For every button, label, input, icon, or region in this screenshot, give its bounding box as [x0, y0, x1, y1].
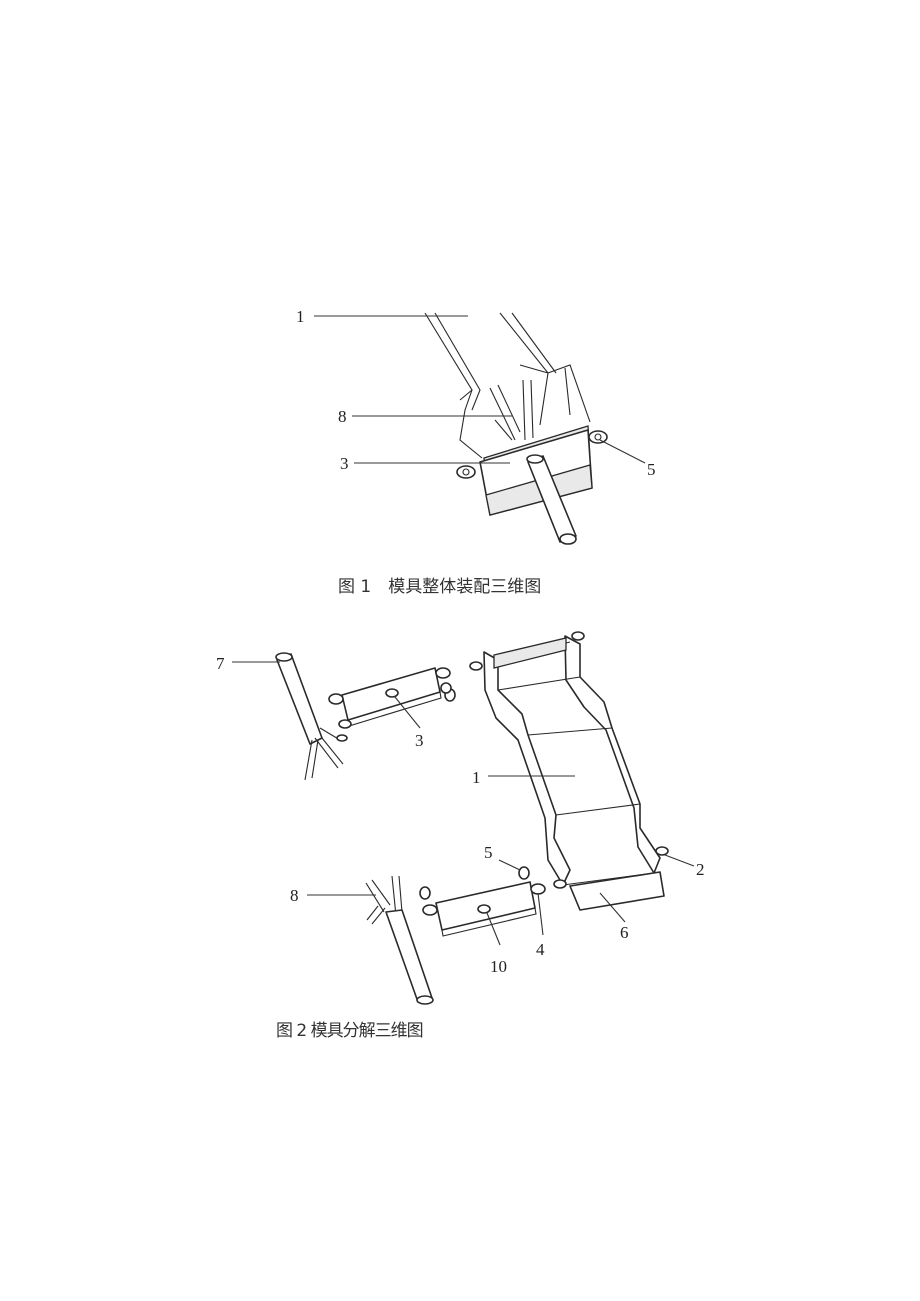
fig1-label-5: 5: [647, 460, 656, 479]
fig2-rod-part-7: [275, 652, 348, 781]
figure-2-caption: 图 2 模具分解三维图: [276, 1021, 424, 1041]
fig2-label-10: 10: [490, 957, 507, 976]
fig2-end-plate-part-3: [328, 667, 456, 729]
fig2-label-1: 1: [472, 768, 481, 787]
fig1-label-8: 8: [338, 407, 347, 426]
fig2-label-6: 6: [620, 923, 629, 942]
fig2-label-7: 7: [216, 654, 225, 673]
fig2-label-4: 4: [536, 940, 545, 959]
fig2-label-8: 8: [290, 886, 299, 905]
figure-1-caption: 图 1 模具整体装配三维图: [338, 577, 542, 597]
fig1-label-1: 1: [296, 307, 305, 326]
fig2-branch-rod-part-8: [365, 875, 434, 1005]
fig1-rod: [526, 454, 577, 545]
fig1-branch-rod-part-8: [489, 379, 534, 441]
fig2-label-2: 2: [696, 860, 705, 879]
fig1-label-3: 3: [340, 454, 349, 473]
fig2-trough-part-1: [469, 631, 669, 911]
fig2-label-3: 3: [415, 731, 424, 750]
fig2-end-plate-part-10: [419, 866, 546, 937]
fig2-label-5: 5: [484, 843, 493, 862]
